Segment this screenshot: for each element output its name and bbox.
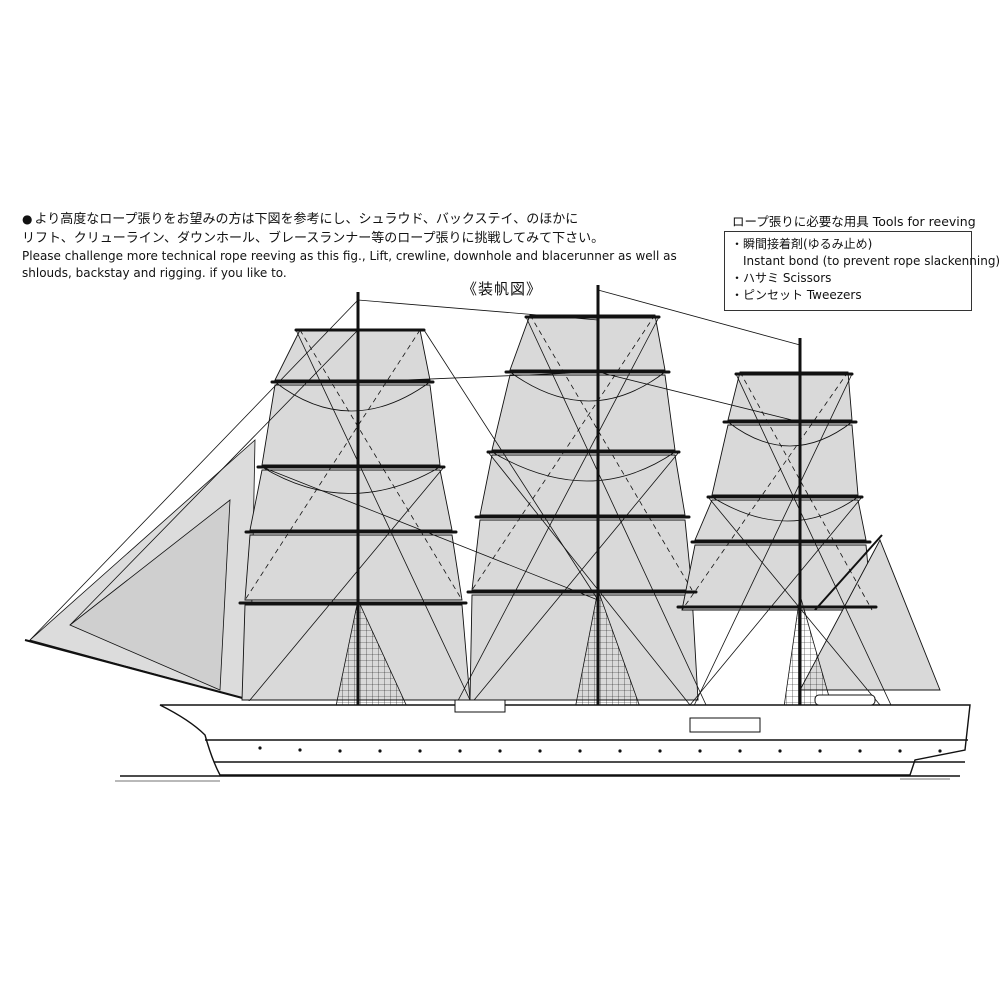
chart-house [689,717,761,733]
tool-item-glue: ・瞬間接着剤(ゆるみ止め) [731,237,873,251]
mizzen-mast-sails [681,371,873,611]
lifeboat [814,694,876,706]
note-line-jp-2: リフト、クリューライン、ダウンホール、ブレースランナー等のロープ張りに挑戦してみ… [22,231,605,246]
main-mast-sails [469,314,699,701]
spanker-gaff [814,534,883,611]
tools-box: ・瞬間接着剤(ゆるみ止め) Instant bond (to prevent r… [724,231,1000,311]
flying-jib-sail [69,499,231,691]
diagram-title: 《装帆図》 [462,280,543,298]
yards [238,315,878,609]
portholes [258,746,942,753]
headsails [29,439,256,701]
tool-item-glue-sub: Instant bond (to prevent rope slackennin… [743,254,1000,268]
rigging-note: ●より高度なロープ張りをお望みの方は下図を参考にし、シュラウド、バックステイ、の… [22,210,677,282]
tool-item-tweezers: ・ピンセット Tweezers [731,288,862,302]
note-line-jp-1: ●より高度なロープ張りをお望みの方は下図を参考にし、シュラウド、バックステイ、の… [22,212,579,227]
tool-item-scissors: ・ハサミ Scissors [731,271,832,285]
note-line-en-2: shlouds, backstay and rigging. if you li… [22,266,287,280]
water-lines [115,775,960,782]
dashed-lines [244,314,873,611]
deck-house [454,699,506,713]
spanker-sail [799,538,941,691]
bullet-icon: ● [22,212,33,226]
note-line-en-1: Please challenge more technical rope ree… [22,249,677,263]
rigging-lines [29,289,906,736]
tools-title: ロープ張りに必要な用具 Tools for reeving [732,214,976,229]
sail-plan-diagram [24,285,971,782]
bowsprit [24,639,251,701]
hull [159,694,971,776]
